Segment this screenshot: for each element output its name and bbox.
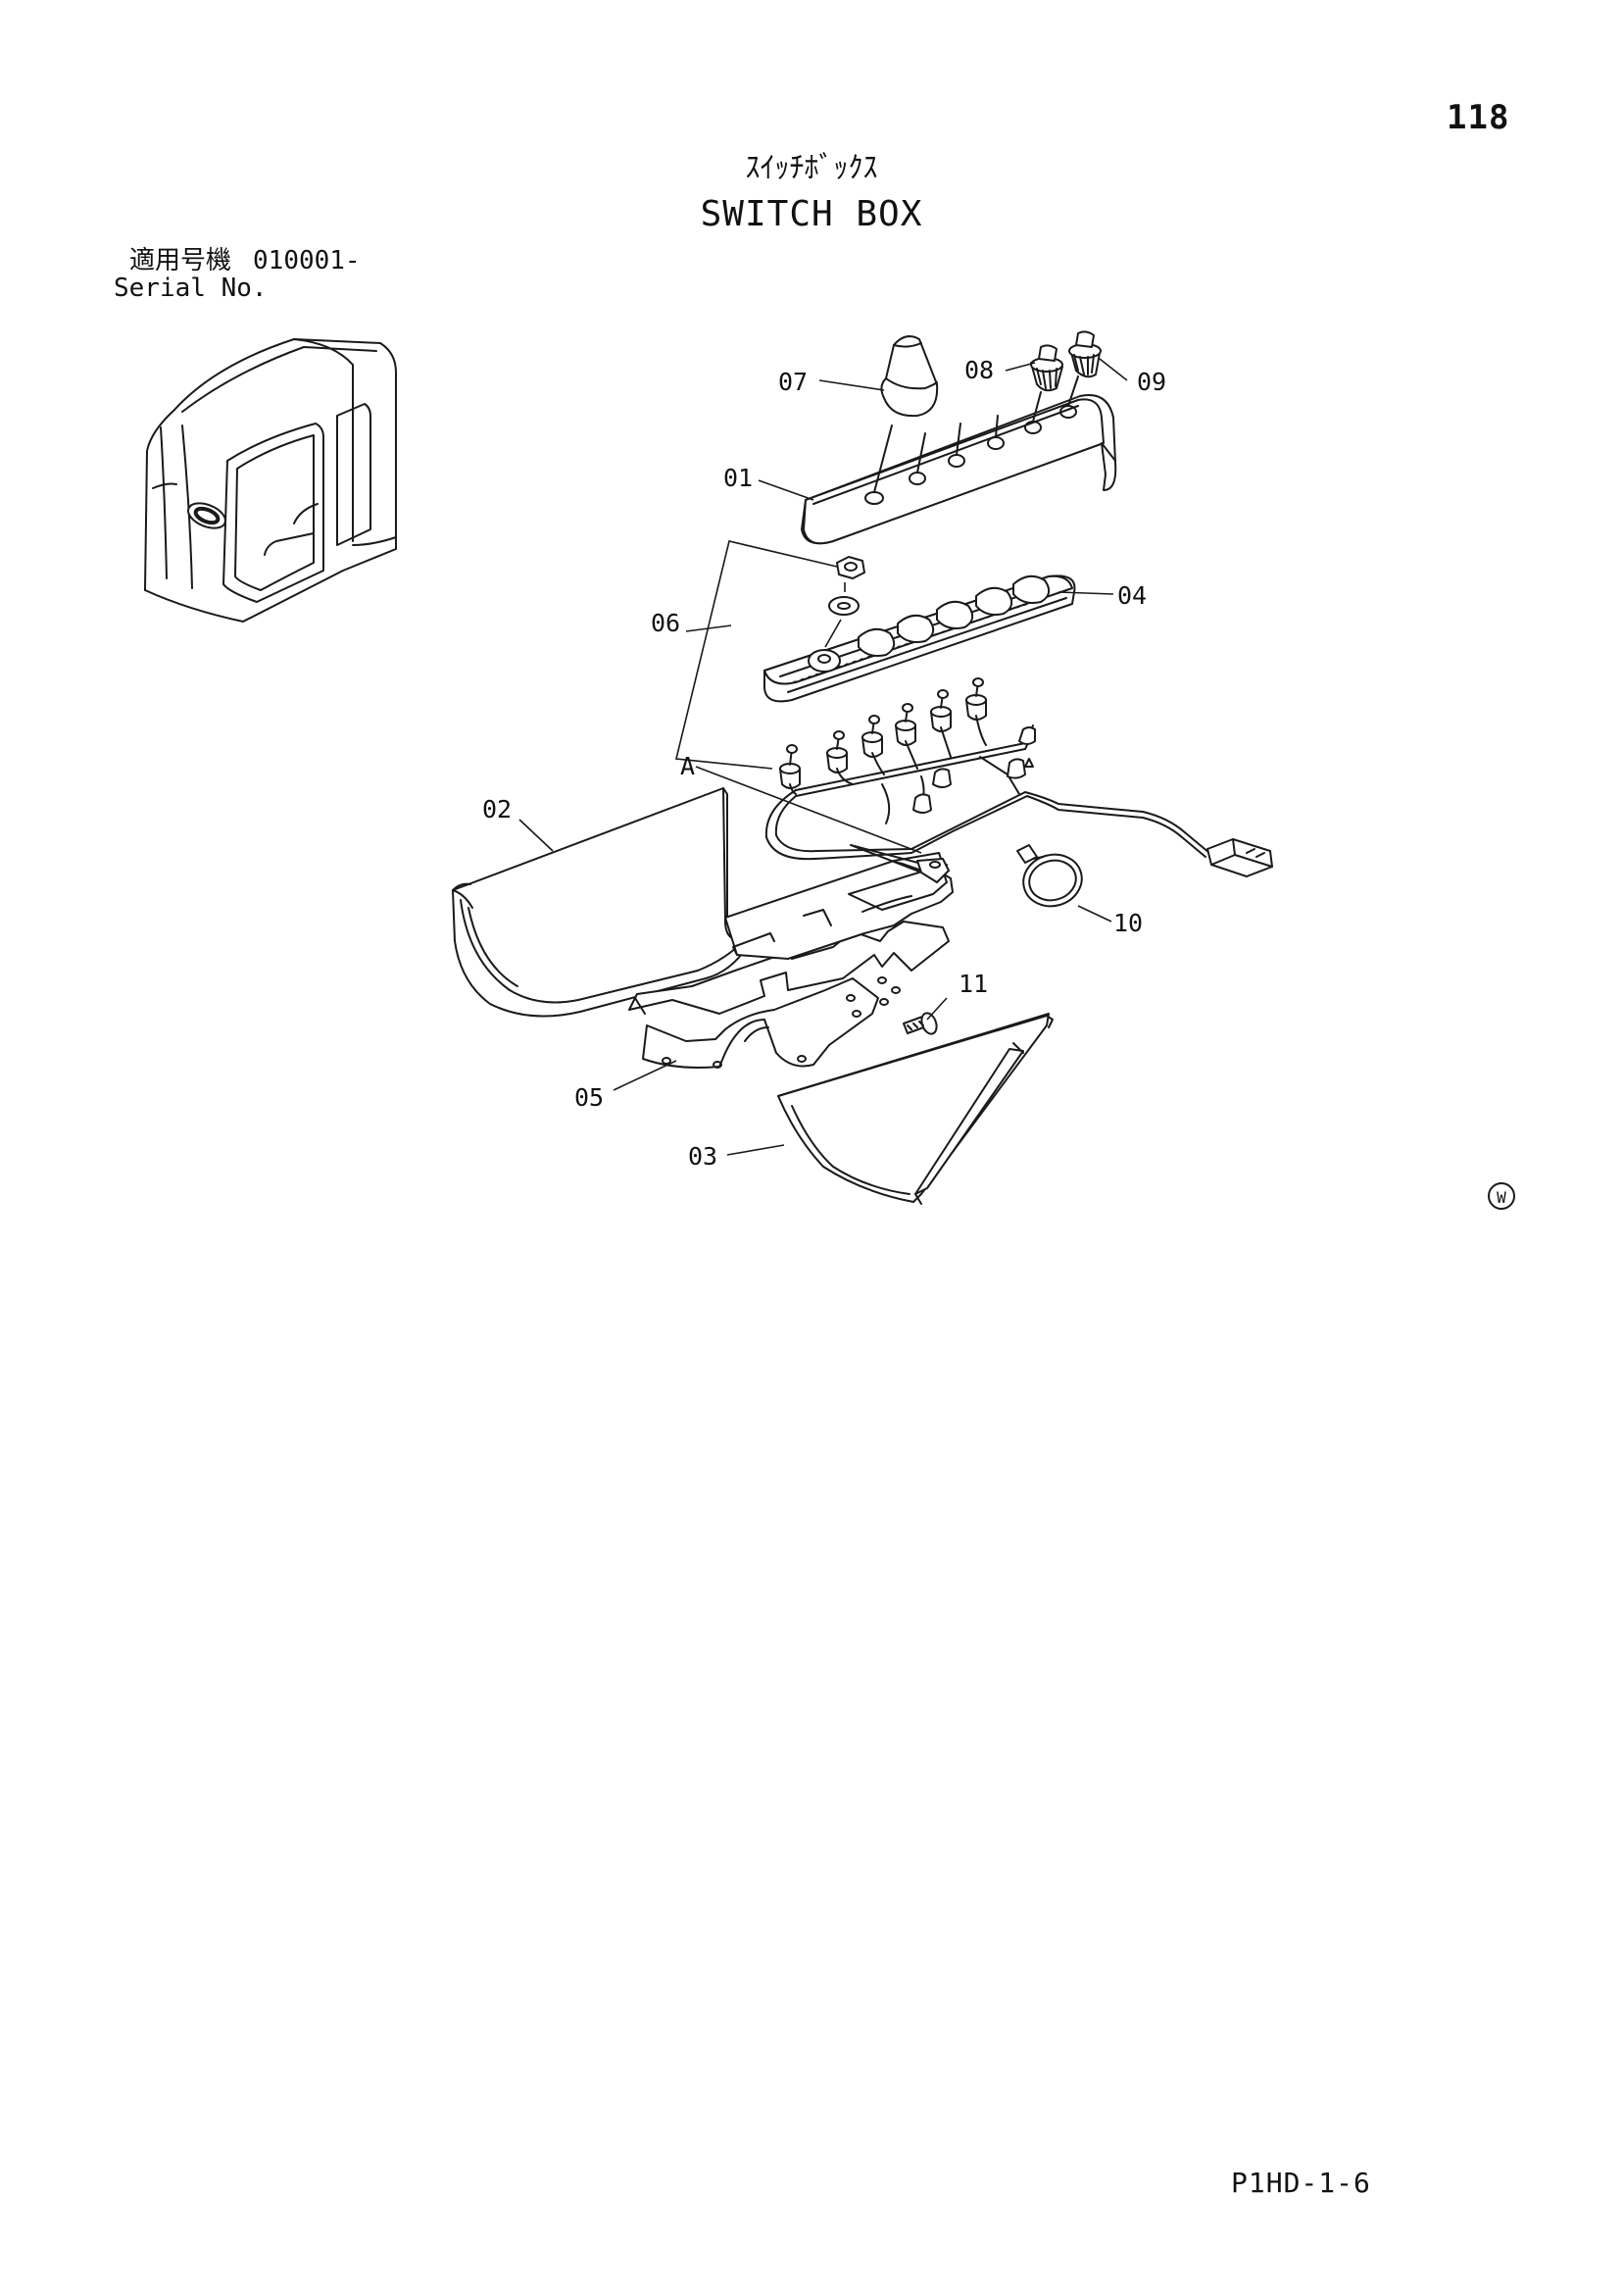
callout-04: 04 [1117,581,1147,610]
callout-11: 11 [959,970,988,998]
part-11-screw [903,1012,938,1035]
part-08-knob [1030,344,1063,392]
part-03-right-cover [777,1013,1054,1205]
callout-08: 08 [964,356,994,384]
part-05-mounting-bracket [628,844,954,1069]
exploded-parts-diagram: 07 08 09 01 04 06 A 02 10 11 05 03 W [144,330,1515,1210]
toggle-switches [779,677,987,795]
serial-block: 適用号機 010001- Serial No. [114,247,361,302]
callout-09: 09 [1137,368,1166,396]
leader-lines [518,358,1128,1156]
callout-10: 10 [1113,909,1143,937]
callout-03: 03 [688,1142,717,1171]
callout-02: 02 [482,795,512,824]
callout-05: 05 [574,1083,604,1112]
part-04-switch-panel-base [763,574,1076,703]
stamp-letter: W [1497,1188,1506,1207]
serial-value: 010001- [253,246,361,275]
part-06-nut-and-washer [824,556,865,648]
cab-location-view [144,338,397,623]
callout-07: 07 [778,368,808,396]
title-english: SWITCH BOX [700,194,923,234]
callout-labels: 07 08 09 01 04 06 A 02 10 11 05 03 [482,356,1166,1171]
wire-harness-assembly [764,724,1273,877]
detail-a-leader [695,766,922,854]
serial-label-english: Serial No. [114,274,268,303]
title-block: ｽｲｯﾁﾎﾞｯｸｽ SWITCH BOX [615,147,1008,239]
bracket-06 [675,540,838,770]
part-07-rotary-knob [880,335,939,418]
callout-a: A [680,752,695,780]
page-number: 118 [1447,98,1510,137]
part-01-switch-box-cover [801,375,1117,545]
callout-06: 06 [651,609,680,637]
title-japanese: ｽｲｯﾁﾎﾞｯｸｽ [745,151,878,185]
part-10-cable-clamp [1016,844,1083,908]
footer-code: P1HD-1-6 [1231,2167,1371,2199]
circled-w-stamp: W [1488,1182,1515,1210]
serial-line-japanese: 適用号機 010001- [114,247,361,275]
serial-label-japanese: 適用号機 [129,246,232,275]
callout-01: 01 [723,464,753,492]
part-09-knob [1068,330,1102,378]
switch-box-location-marker [187,502,226,529]
